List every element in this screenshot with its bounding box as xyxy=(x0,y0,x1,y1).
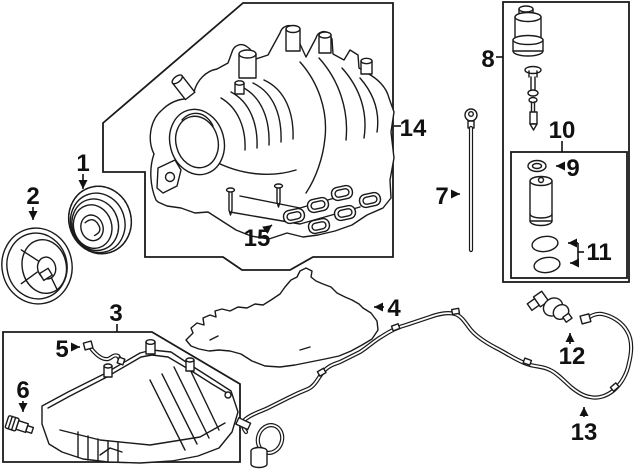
callout-11-label: 11 xyxy=(586,239,611,266)
callout-3-label: 3 xyxy=(109,300,122,327)
callout-5-label: 5 xyxy=(55,336,68,363)
oil-pressure-sensor-drawing xyxy=(526,290,573,323)
callout-5: 5 xyxy=(55,336,80,363)
callout-14: 14 xyxy=(394,115,427,142)
callout-10: 10 xyxy=(549,117,576,152)
oil-filter-box xyxy=(502,1,630,283)
intake-manifold-box xyxy=(102,2,394,271)
callout-13-label: 13 xyxy=(571,419,598,446)
filter-kit-box xyxy=(510,151,628,279)
callout-4: 4 xyxy=(374,295,401,322)
relief-valve-drawing xyxy=(524,65,542,131)
callout-4-label: 4 xyxy=(387,295,401,322)
oil-filter-cap-drawing xyxy=(512,5,544,57)
callout-15: 15 xyxy=(244,224,273,252)
callout-8: 8 xyxy=(481,46,503,73)
callout-12-label: 12 xyxy=(559,343,586,370)
callout-3: 3 xyxy=(109,300,123,332)
dipstick-drawing xyxy=(464,108,478,253)
callout-6-label: 6 xyxy=(16,377,29,404)
callout-1-label: 1 xyxy=(76,150,89,177)
vapor-tube-drawing xyxy=(235,307,634,469)
callout-2-label: 2 xyxy=(26,183,39,210)
drain-plug-drawing xyxy=(4,415,35,434)
callout-2: 2 xyxy=(26,183,40,220)
manifold-port-stubs xyxy=(171,24,373,101)
callout-11: 11 xyxy=(568,238,612,268)
oil-pan-tube-drawing xyxy=(82,340,126,366)
crankshaft-pulley-drawing xyxy=(68,185,132,255)
callout-13: 13 xyxy=(571,407,598,446)
callout-7: 7 xyxy=(435,183,460,210)
port-gaskets xyxy=(282,184,382,235)
pulley-ring-drawing xyxy=(1,227,73,305)
oil-pan-drawing xyxy=(41,339,239,464)
callout-14-label: 14 xyxy=(400,115,427,142)
callout-1: 1 xyxy=(76,150,90,189)
oring-drawing xyxy=(527,159,547,173)
callout-9: 9 xyxy=(556,155,580,182)
intake-manifold-drawing xyxy=(149,24,395,240)
callout-10-label: 10 xyxy=(549,117,576,144)
valve-cover-gasket-drawing xyxy=(185,267,379,368)
filter-element-drawing xyxy=(529,175,553,227)
callout-9-label: 9 xyxy=(566,155,579,182)
callout-6: 6 xyxy=(16,377,30,412)
callout-8-label: 8 xyxy=(481,46,494,73)
filter-seal-ovals xyxy=(531,235,561,274)
callout-12: 12 xyxy=(559,333,586,370)
callout-7-label: 7 xyxy=(435,183,448,210)
